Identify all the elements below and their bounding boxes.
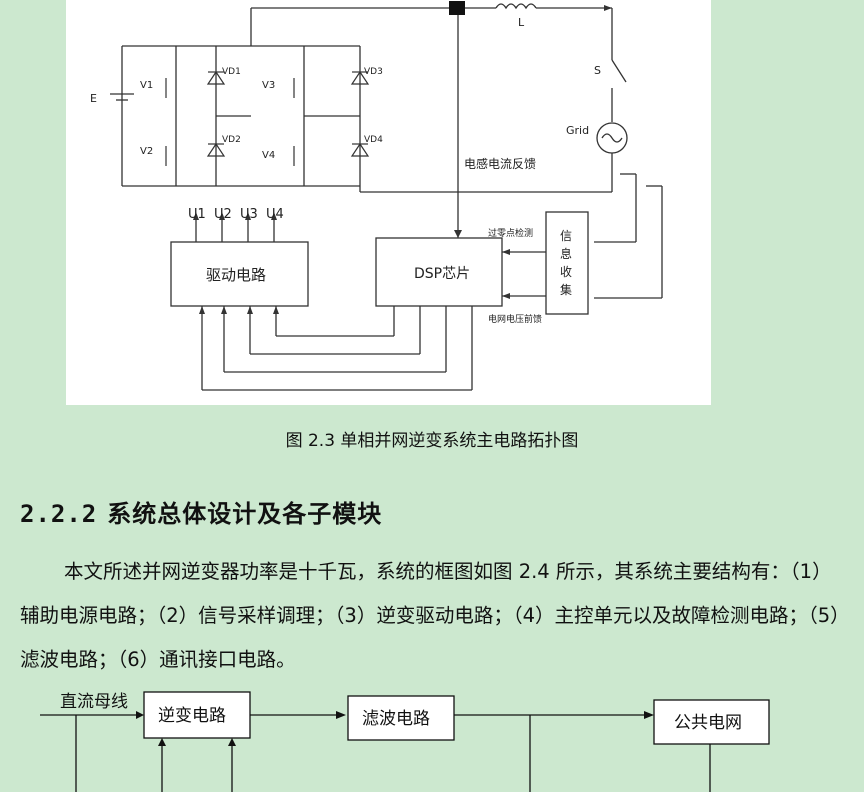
label-u1: U1 [188,207,206,222]
label-vd1: VD1 [222,67,241,77]
label-public-grid: 公共电网 [674,713,742,733]
paragraph-text: 本文所述并网逆变器功率是十千瓦，系统的框图如图 2.4 所示，其系统主要结构有：… [20,560,840,671]
label-v3: V3 [262,80,275,91]
label-vd3: VD3 [364,67,383,77]
section-title: 系统总体设计及各子模块 [107,499,383,528]
label-info-1: 信 [560,229,572,243]
label-dc-bus: 直流母线 [60,692,128,712]
label-v1: V1 [140,80,153,91]
label-grid: Grid [566,124,589,137]
label-dsp: DSP芯片 [414,266,470,282]
label-s: S [594,64,601,77]
label-driver: 驱动电路 [206,266,266,284]
label-filter: 滤波电路 [362,709,430,729]
circuit-topology-figure: L S E Grid V1 V2 V3 V4 VD1 VD2 VD3 VD4 电… [66,0,711,405]
label-vd2: VD2 [222,135,241,145]
label-l: L [518,16,525,29]
label-v2: V2 [140,146,153,157]
section-number: 2.2.2 [20,500,98,528]
label-grid-voltage: 电网电压前馈 [488,313,542,325]
section-heading: 2.2.2 系统总体设计及各子模块 [20,494,382,529]
label-u3: U3 [240,207,258,222]
junction-node [449,1,465,15]
system-block-diagram: 直流母线 逆变电路 滤波电路 公共电网 [40,691,770,792]
label-info-3: 收 [560,265,572,279]
circuit-diagram: L S E Grid V1 V2 V3 V4 VD1 VD2 VD3 VD4 电… [90,1,663,391]
label-info-2: 息 [560,246,572,261]
label-u2: U2 [214,207,232,222]
label-vd4: VD4 [364,135,383,145]
label-zero-cross: 过零点检测 [488,227,533,239]
body-paragraph: 本文所述并网逆变器功率是十千瓦，系统的框图如图 2.4 所示，其系统主要结构有：… [20,550,840,682]
label-feedback: 电感电流反馈 [464,156,536,171]
figure-caption: 图 2.3 单相并网逆变系统主电路拓扑图 [285,431,579,451]
label-v4: V4 [262,150,275,161]
label-e: E [90,92,97,105]
label-inverter: 逆变电路 [158,706,226,726]
label-info-4: 集 [560,282,572,297]
label-u4: U4 [266,207,284,222]
